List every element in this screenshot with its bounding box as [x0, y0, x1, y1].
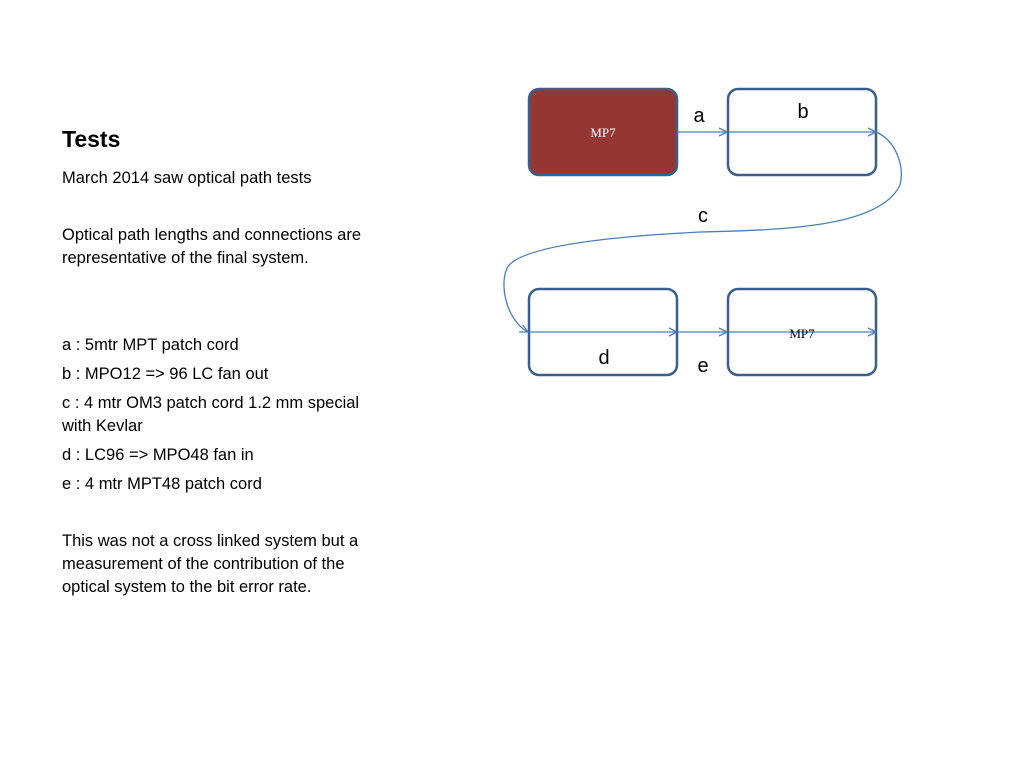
- legend-item-c: c : 4 mtr OM3 patch cord 1.2 mm special …: [62, 394, 360, 435]
- label-d: d: [598, 347, 609, 369]
- legend-item-d: d : LC96 => MPO48 fan in: [62, 446, 254, 464]
- label-b: b: [797, 101, 808, 123]
- lengths-note: Optical path lengths and connections are…: [62, 226, 362, 267]
- mp7-dest-label: MP7: [789, 326, 815, 341]
- label-c: c: [698, 205, 708, 227]
- legend-item-a: a : 5mtr MPT patch cord: [62, 336, 239, 354]
- label-e: e: [697, 355, 708, 377]
- slide-title: Tests: [62, 126, 121, 152]
- legend-item-e: e : 4 mtr MPT48 patch cord: [62, 475, 262, 493]
- connection-c-curve: [503, 131, 902, 332]
- connection-legend: a : 5mtr MPT patch cord b : MPO12 => 96 …: [62, 334, 392, 502]
- legend-item-b: b : MPO12 => 96 LC fan out: [62, 365, 269, 383]
- label-a: a: [693, 105, 705, 127]
- conclusion-text: This was not a cross linked system but a…: [62, 532, 359, 596]
- intro-text: March 2014 saw optical path tests: [62, 169, 312, 187]
- mp7-source-label: MP7: [590, 125, 616, 140]
